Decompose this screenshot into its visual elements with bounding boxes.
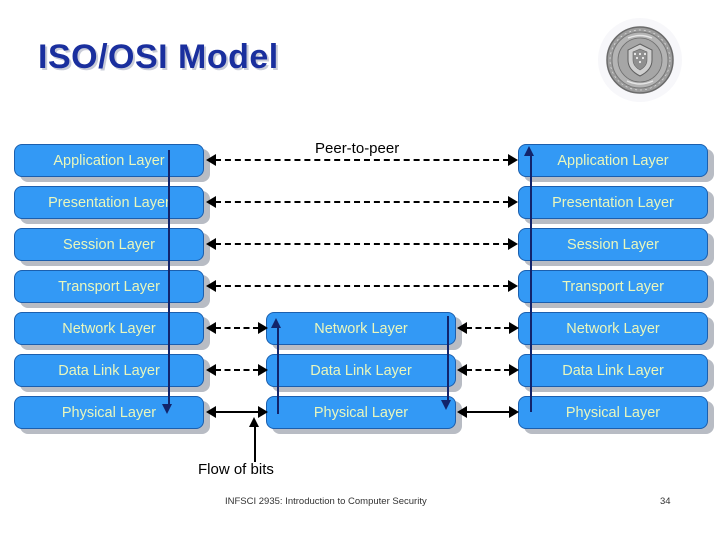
arrowhead-left — [206, 196, 216, 208]
arrowhead-right — [508, 196, 518, 208]
peer-connector-session — [206, 238, 518, 250]
arrowhead-left — [206, 280, 216, 292]
hop-connector-datalink-left — [206, 364, 268, 376]
layer-box-application-right[interactable]: Application Layer — [518, 144, 708, 177]
flow-arrowhead-up-right — [524, 146, 534, 156]
flow-of-bits-line — [254, 424, 256, 462]
peer-connector-presentation — [206, 196, 518, 208]
arrowhead-left — [206, 406, 216, 418]
arrowhead-right — [508, 280, 518, 292]
connector-line — [215, 411, 259, 413]
university-seal-icon — [598, 18, 682, 102]
arrowhead-right — [508, 154, 518, 166]
flow-line-up-right — [530, 156, 532, 412]
footer-page-number: 34 — [660, 496, 671, 507]
arrowhead-left — [457, 406, 467, 418]
layer-box-presentation-right[interactable]: Presentation Layer — [518, 186, 708, 219]
connector-line — [466, 369, 510, 371]
peer-connector-transport — [206, 280, 518, 292]
page-title: ISO/OSI Model — [38, 38, 279, 76]
arrowhead-right — [509, 406, 519, 418]
hop-connector-network-left — [206, 322, 268, 334]
arrowhead-right — [258, 364, 268, 376]
flow-arrowhead-up-middle — [271, 318, 281, 328]
layer-box-session-right[interactable]: Session Layer — [518, 228, 708, 261]
peer-to-peer-label: Peer-to-peer — [315, 140, 400, 157]
layer-box-transport-right[interactable]: Transport Layer — [518, 270, 708, 303]
peer-connector-application — [206, 154, 518, 166]
connector-line — [215, 285, 509, 287]
layer-box-physical-middle[interactable]: Physical Layer — [266, 396, 456, 429]
connector-line — [215, 201, 509, 203]
arrowhead-left — [457, 322, 467, 334]
hop-connector-network-right — [457, 322, 519, 334]
layer-box-network-right[interactable]: Network Layer — [518, 312, 708, 345]
arrowhead-left — [206, 154, 216, 166]
connector-line — [215, 243, 509, 245]
layer-box-datalink-middle[interactable]: Data Link Layer — [266, 354, 456, 387]
hop-connector-datalink-right — [457, 364, 519, 376]
flow-arrowhead-down-left — [162, 404, 172, 414]
flow-of-bits-label: Flow of bits — [198, 461, 274, 478]
arrowhead-left — [206, 364, 216, 376]
arrowhead-right — [258, 406, 268, 418]
footer-course-label: INFSCI 2935: Introduction to Computer Se… — [225, 496, 427, 507]
hop-connector-physical-right — [457, 406, 519, 418]
layer-box-network-middle[interactable]: Network Layer — [266, 312, 456, 345]
arrowhead-right — [509, 322, 519, 334]
hop-connector-physical-left — [206, 406, 268, 418]
layer-box-datalink-left[interactable]: Data Link Layer — [14, 354, 204, 387]
connector-line — [215, 369, 259, 371]
flow-line-down-middle — [447, 316, 449, 402]
flow-arrowhead-down-middle — [441, 400, 451, 410]
arrowhead-right — [508, 238, 518, 250]
layer-box-transport-left[interactable]: Transport Layer — [14, 270, 204, 303]
arrowhead-left — [206, 238, 216, 250]
arrowhead-right — [509, 364, 519, 376]
layer-box-physical-left[interactable]: Physical Layer — [14, 396, 204, 429]
connector-line — [215, 327, 259, 329]
layer-box-network-left[interactable]: Network Layer — [14, 312, 204, 345]
arrowhead-left — [457, 364, 467, 376]
flow-line-down-left — [168, 150, 170, 406]
connector-line — [215, 159, 509, 161]
flow-of-bits-arrowhead — [249, 417, 259, 427]
layer-box-session-left[interactable]: Session Layer — [14, 228, 204, 261]
layer-box-physical-right[interactable]: Physical Layer — [518, 396, 708, 429]
connector-line — [466, 327, 510, 329]
flow-line-up-middle — [277, 328, 279, 414]
arrowhead-right — [258, 322, 268, 334]
arrowhead-left — [206, 322, 216, 334]
layer-box-application-left[interactable]: Application Layer — [14, 144, 204, 177]
layer-box-presentation-left[interactable]: Presentation Layer — [14, 186, 204, 219]
connector-line — [466, 411, 510, 413]
layer-box-datalink-right[interactable]: Data Link Layer — [518, 354, 708, 387]
